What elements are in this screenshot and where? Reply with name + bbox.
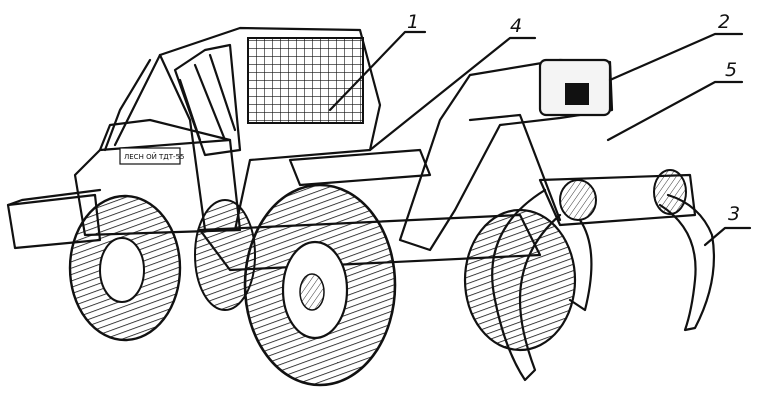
front-left-wheel bbox=[68, 194, 182, 342]
callout-4-label: 4 bbox=[510, 15, 522, 37]
callout-3: 3 bbox=[703, 203, 752, 247]
callout-5-label: 5 bbox=[725, 59, 737, 81]
callout-1: 1 bbox=[328, 11, 427, 112]
rear-right-wheel bbox=[463, 208, 577, 352]
callout-4: 4 bbox=[368, 15, 537, 152]
arch-boom bbox=[288, 58, 614, 252]
operator-cab bbox=[103, 26, 382, 232]
callout-2: 2 bbox=[608, 11, 744, 82]
rear-left-wheel bbox=[243, 183, 397, 387]
callout-3-label: 3 bbox=[728, 203, 740, 225]
grapple bbox=[491, 169, 715, 382]
callout-1-label: 1 bbox=[407, 11, 419, 33]
model-plate-text: ЛЕСН ОЙ ТДТ-55 bbox=[124, 152, 185, 161]
callout-5: 5 bbox=[606, 59, 744, 142]
callout-2-label: 2 bbox=[718, 11, 730, 33]
